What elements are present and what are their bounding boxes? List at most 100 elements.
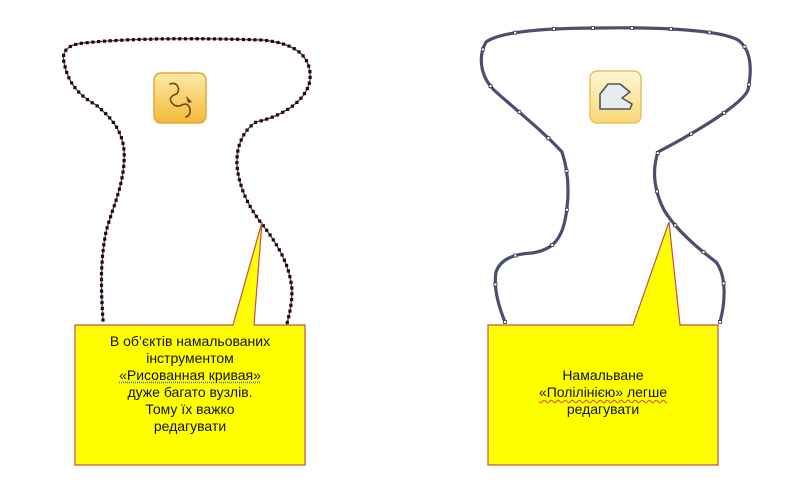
polyline-shape-icon[interactable] bbox=[589, 70, 642, 124]
freehand-node[interactable] bbox=[121, 170, 125, 174]
freehand-node[interactable] bbox=[101, 318, 105, 322]
freehand-node[interactable] bbox=[100, 266, 104, 270]
freehand-node[interactable] bbox=[290, 104, 294, 108]
polyline-node[interactable] bbox=[629, 25, 634, 30]
freehand-node[interactable] bbox=[241, 37, 245, 42]
freehand-node[interactable] bbox=[154, 37, 159, 41]
freehand-node[interactable] bbox=[237, 178, 241, 182]
freehand-node[interactable] bbox=[67, 76, 71, 80]
freehand-node[interactable] bbox=[288, 275, 292, 279]
freehand-node[interactable] bbox=[224, 37, 228, 41]
freehand-node[interactable] bbox=[259, 38, 263, 42]
freehand-node[interactable] bbox=[101, 312, 105, 316]
freehand-node[interactable] bbox=[195, 37, 199, 41]
freehand-node[interactable] bbox=[120, 176, 124, 180]
freehand-node[interactable] bbox=[265, 117, 269, 121]
freehand-node[interactable] bbox=[254, 214, 258, 218]
freehand-node[interactable] bbox=[289, 280, 293, 284]
freehand-node[interactable] bbox=[116, 193, 120, 197]
freehand-node[interactable] bbox=[100, 254, 105, 258]
freehand-node[interactable] bbox=[247, 38, 251, 42]
freehand-node[interactable] bbox=[70, 81, 74, 85]
freehand-node[interactable] bbox=[295, 100, 299, 104]
freehand-node[interactable] bbox=[99, 277, 104, 282]
freehand-node[interactable] bbox=[102, 39, 106, 43]
freehand-node[interactable] bbox=[251, 209, 255, 214]
polyline-node[interactable] bbox=[503, 320, 507, 324]
freehand-node[interactable] bbox=[285, 263, 289, 268]
freehand-node[interactable] bbox=[287, 44, 291, 48]
polyline-node[interactable] bbox=[564, 207, 569, 212]
freehand-node[interactable] bbox=[268, 233, 272, 237]
freehand-node[interactable] bbox=[302, 92, 307, 96]
freehand-node[interactable] bbox=[149, 37, 153, 41]
freehand-node[interactable] bbox=[265, 38, 269, 43]
polyline-node[interactable] bbox=[513, 30, 518, 35]
freehand-node[interactable] bbox=[236, 149, 240, 153]
freehand-node[interactable] bbox=[236, 172, 240, 176]
freehand-node[interactable] bbox=[160, 37, 164, 41]
freehand-node[interactable] bbox=[287, 315, 291, 319]
freehand-node[interactable] bbox=[189, 37, 193, 41]
freehand-node[interactable] bbox=[280, 253, 284, 257]
freehand-node[interactable] bbox=[178, 37, 182, 41]
freehand-node[interactable] bbox=[289, 303, 293, 307]
freehand-node[interactable] bbox=[97, 40, 101, 44]
freehand-node[interactable] bbox=[245, 128, 249, 132]
freehand-node[interactable] bbox=[237, 143, 241, 147]
freehand-node[interactable] bbox=[122, 159, 126, 163]
freehand-node[interactable] bbox=[235, 161, 239, 165]
polyline-node[interactable] bbox=[673, 223, 678, 228]
freehand-node[interactable] bbox=[90, 101, 94, 105]
freehand-node[interactable] bbox=[63, 65, 67, 69]
freehand-node[interactable] bbox=[308, 70, 312, 74]
freehand-node[interactable] bbox=[259, 119, 263, 123]
freehand-node[interactable] bbox=[79, 41, 83, 45]
polyline-node[interactable] bbox=[655, 189, 659, 194]
freehand-node[interactable] bbox=[74, 42, 78, 46]
freehand-node[interactable] bbox=[108, 116, 112, 120]
polyline-node[interactable] bbox=[480, 47, 485, 52]
freehand-node[interactable] bbox=[242, 133, 246, 137]
freehand-node[interactable] bbox=[236, 37, 240, 41]
freehand-node[interactable] bbox=[271, 238, 275, 242]
freehand-node[interactable] bbox=[122, 164, 126, 168]
freehand-node[interactable] bbox=[105, 226, 109, 230]
freehand-node[interactable] bbox=[111, 120, 115, 124]
polyline-node[interactable] bbox=[718, 320, 722, 324]
freehand-node[interactable] bbox=[81, 94, 85, 98]
freehand-node[interactable] bbox=[99, 272, 104, 276]
freehand-node[interactable] bbox=[119, 181, 123, 186]
polyline-node[interactable] bbox=[493, 282, 498, 287]
freehand-node[interactable] bbox=[207, 37, 211, 41]
freehand-node[interactable] bbox=[239, 138, 243, 142]
polyline-node[interactable] bbox=[591, 26, 595, 30]
freehand-node[interactable] bbox=[103, 237, 107, 241]
freehand-node[interactable] bbox=[270, 115, 274, 119]
polyline-node[interactable] bbox=[747, 82, 751, 87]
freehand-node[interactable] bbox=[290, 292, 294, 296]
freehand-node[interactable] bbox=[288, 309, 292, 313]
freehand-node[interactable] bbox=[100, 306, 104, 310]
polyline-node[interactable] bbox=[564, 169, 569, 173]
polyline-node[interactable] bbox=[701, 250, 706, 255]
freehand-node[interactable] bbox=[249, 124, 253, 128]
freehand-node[interactable] bbox=[274, 243, 278, 247]
freehand-node[interactable] bbox=[305, 87, 309, 91]
freehand-node[interactable] bbox=[104, 231, 108, 235]
freehand-node[interactable] bbox=[307, 81, 311, 85]
freehand-node[interactable] bbox=[122, 153, 126, 157]
freehand-node[interactable] bbox=[114, 38, 118, 43]
freehand-node[interactable] bbox=[261, 224, 265, 228]
freehand-node[interactable] bbox=[100, 260, 104, 264]
freehand-node[interactable] bbox=[122, 147, 126, 151]
freehand-node[interactable] bbox=[143, 37, 147, 41]
polyline-node[interactable] bbox=[550, 242, 555, 247]
freehand-node[interactable] bbox=[117, 130, 121, 134]
freehand-node[interactable] bbox=[68, 44, 72, 49]
freehand-node[interactable] bbox=[290, 286, 294, 290]
freehand-node[interactable] bbox=[286, 107, 290, 111]
freehand-node[interactable] bbox=[100, 289, 104, 293]
freehand-node[interactable] bbox=[301, 54, 305, 58]
freehand-node[interactable] bbox=[297, 50, 301, 54]
